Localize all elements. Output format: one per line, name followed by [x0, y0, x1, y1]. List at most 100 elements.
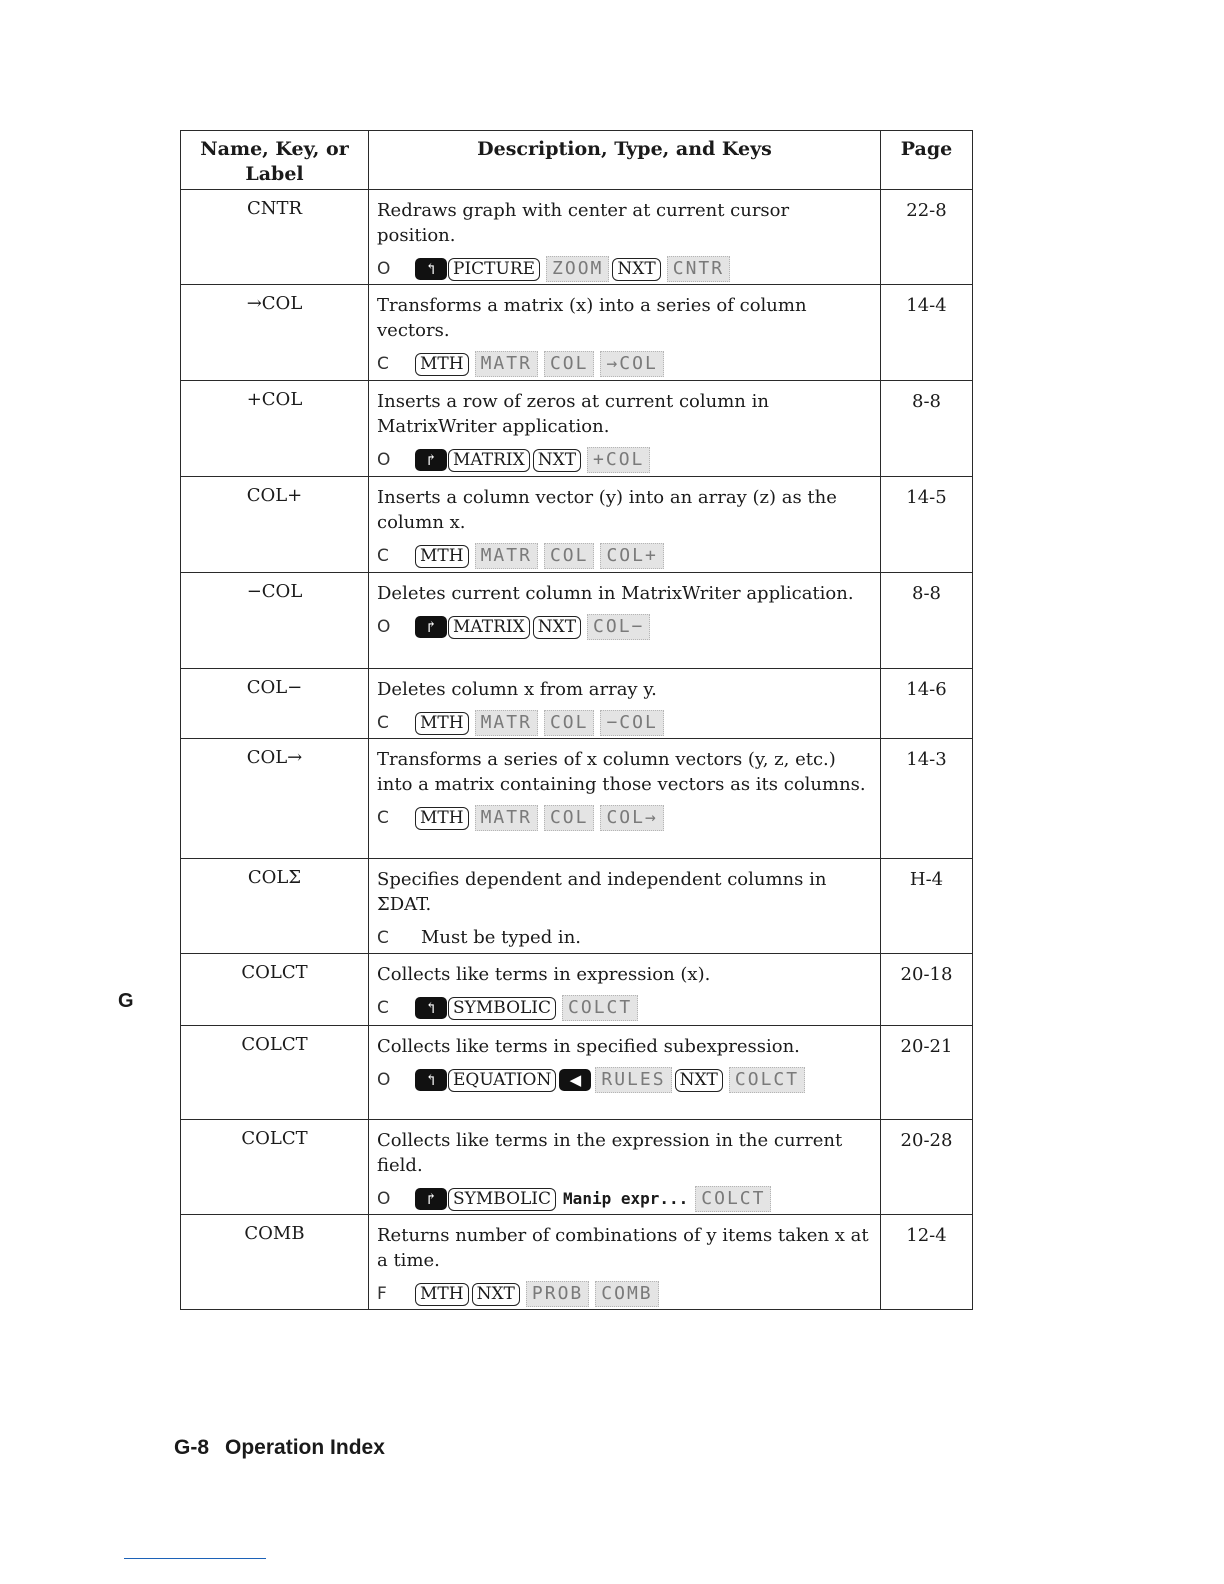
menu-softkey-label: COL→ — [600, 805, 664, 831]
page-reference: 8-8 — [880, 572, 973, 669]
header-name: Name, Key, or Label — [180, 130, 369, 190]
keyboard-key: MTH — [415, 352, 469, 376]
menu-softkey-label: +COL — [587, 447, 651, 473]
operation-name: COL→ — [180, 738, 369, 859]
menu-softkey-label: COLCT — [728, 1067, 806, 1093]
operation-description: Transforms a matrix (x) into a series of… — [377, 295, 807, 341]
operation-description: Deletes current column in MatrixWriter a… — [377, 583, 854, 604]
page-reference: 12-4 — [880, 1214, 973, 1310]
page-reference: 14-6 — [880, 668, 973, 739]
operation-description: Collects like terms in the expression in… — [377, 1130, 843, 1176]
menu-softkey-label: COL+ — [600, 543, 664, 569]
operation-type: C — [377, 354, 389, 374]
operation-name: +COL — [180, 380, 369, 477]
keyboard-key: NXT — [612, 257, 661, 281]
menu-softkey-label: COL — [543, 710, 595, 736]
page-reference: 8-8 — [880, 380, 973, 477]
operation-type: O — [377, 1189, 391, 1209]
operation-name: CNTR — [180, 189, 369, 285]
keyboard-key: MTH — [415, 806, 469, 830]
operation-description: Returns number of combinations of y item… — [377, 1225, 869, 1271]
menu-softkey-label: ZOOM — [546, 256, 610, 282]
keyboard-key: NXT — [674, 1068, 723, 1092]
operation-index-table: Name, Key, or Label Description, Type, a… — [180, 130, 973, 1310]
right-shift-arrow-icon: ↱ — [415, 449, 447, 471]
keyboard-key: PICTURE — [448, 257, 541, 281]
operation-description-cell: Collects like terms in the expression in… — [368, 1119, 881, 1215]
operation-name: −COL — [180, 572, 369, 669]
operation-type: O — [377, 1070, 391, 1090]
operation-description: Collects like terms in specified subexpr… — [377, 1036, 800, 1057]
keyboard-key: EQUATION — [448, 1068, 557, 1092]
menu-softkey-label: MATR — [474, 543, 538, 569]
menu-softkey-label: MATR — [474, 805, 538, 831]
page-reference: 14-3 — [880, 738, 973, 859]
keyboard-key: MTH — [415, 544, 469, 568]
operation-type: O — [377, 450, 391, 470]
menu-softkey-label: MATR — [474, 710, 538, 736]
page-reference: 14-5 — [880, 476, 973, 573]
key-sequence: C Must be typed in. — [377, 923, 870, 953]
page-reference: 14-4 — [880, 284, 973, 381]
operation-description: Redraws graph with center at current cur… — [377, 200, 790, 246]
keyboard-key: MATRIX — [448, 448, 530, 472]
keyboard-key: MATRIX — [448, 615, 530, 639]
operation-description-cell: Deletes current column in MatrixWriter a… — [368, 572, 881, 669]
page-reference: 20-18 — [880, 953, 973, 1026]
menu-softkey-label: COL — [543, 543, 595, 569]
operation-description-cell: Collects like terms in expression (x). C↰… — [368, 953, 881, 1026]
operation-type: C — [377, 928, 389, 948]
operation-description: Specifies dependent and independent colu… — [377, 869, 827, 915]
menu-softkey-label: RULES — [595, 1067, 672, 1093]
operation-type: O — [377, 259, 391, 279]
footer-section-title: Operation Index — [225, 1436, 385, 1459]
keyboard-key: MTH — [415, 1282, 469, 1306]
table-header-row: Name, Key, or Label Description, Type, a… — [180, 130, 973, 190]
operation-description-cell: Inserts a column vector (y) into an arra… — [368, 476, 881, 573]
key-note: Must be typed in. — [421, 927, 582, 948]
operation-description: Inserts a column vector (y) into an arra… — [377, 487, 837, 533]
operation-name: →COL — [180, 284, 369, 381]
left-shift-arrow-icon: ↰ — [415, 1069, 447, 1091]
operation-description: Inserts a row of zeros at current column… — [377, 391, 769, 437]
bottom-divider — [124, 1558, 266, 1559]
operation-description-cell: Collects like terms in specified subexpr… — [368, 1025, 881, 1120]
menu-softkey-label: →COL — [600, 351, 664, 377]
operation-type: C — [377, 546, 389, 566]
table-row: COL→Transforms a series of x column vect… — [180, 738, 973, 859]
operation-description: Collects like terms in expression (x). — [377, 964, 711, 985]
operation-name: COMB — [180, 1214, 369, 1310]
menu-softkey-label: CNTR — [666, 256, 731, 282]
header-page: Page — [880, 130, 973, 190]
menu-softkey-label: COLCT — [562, 995, 639, 1021]
page-reference: 22-8 — [880, 189, 973, 285]
operation-description-cell: Specifies dependent and independent colu… — [368, 858, 881, 954]
menu-softkey-label: COMB — [595, 1281, 659, 1307]
page-reference: H-4 — [880, 858, 973, 954]
operation-name: COL− — [180, 668, 369, 739]
form-field-label: Manip expr... — [563, 1189, 689, 1208]
menu-softkey-label: MATR — [474, 351, 538, 377]
keyboard-key: NXT — [532, 448, 582, 472]
menu-softkey-label: COL — [543, 805, 595, 831]
keyboard-key: SYMBOLIC — [448, 996, 557, 1020]
table-row: COLCT Collects like terms in specified su… — [180, 1025, 973, 1120]
table-row: −COL Deletes current column in MatrixWrit… — [180, 572, 973, 669]
operation-name: COL+ — [180, 476, 369, 573]
keyboard-key: MTH — [415, 711, 469, 735]
